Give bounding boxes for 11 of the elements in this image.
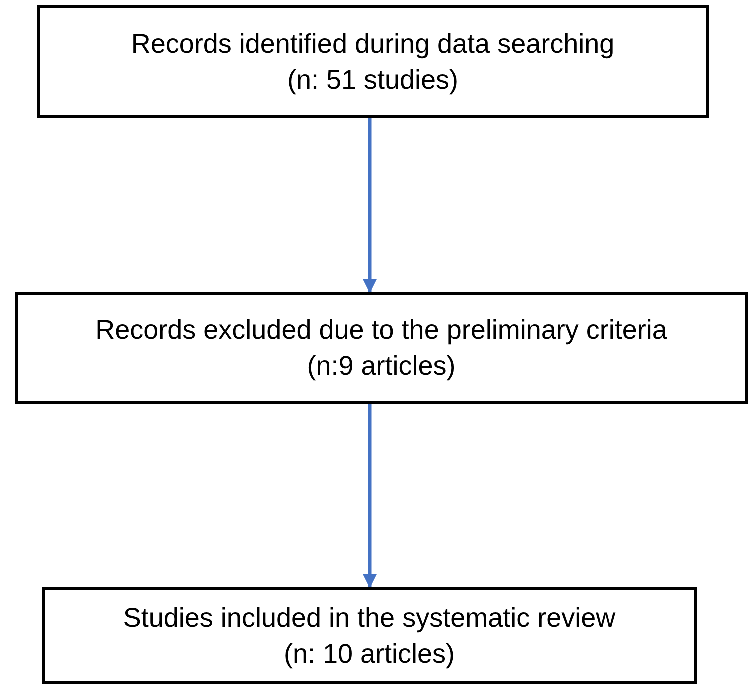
arrow <box>363 118 377 294</box>
process-box <box>15 292 748 404</box>
box-heading: Records excluded due to the preliminary criteria <box>96 314 668 347</box>
count-text: (n: 10 articles) <box>284 638 456 671</box>
arrow <box>363 404 377 588</box>
process-box <box>42 587 697 684</box>
count-text: (n:9 articles) <box>307 350 456 383</box>
count-text: (n: 51 studies) <box>287 64 459 97</box>
process-box <box>37 5 709 118</box>
box-heading: Studies included in the systematic review <box>123 602 616 635</box>
box-heading: Records identified during data searching <box>131 28 615 61</box>
